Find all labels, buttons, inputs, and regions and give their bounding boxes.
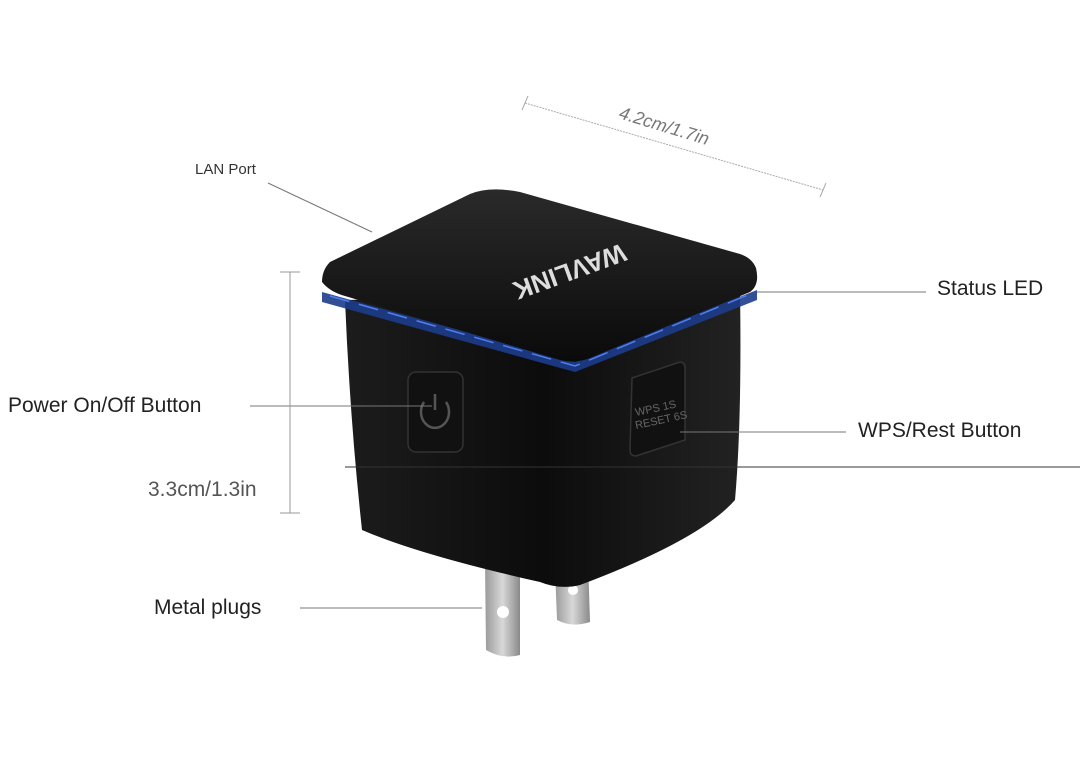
height-dimension-line <box>280 271 300 514</box>
wps-reset-button[interactable]: WPS 1S RESET 6S <box>629 361 688 457</box>
device-body <box>345 290 741 587</box>
power-button-label: Power On/Off Button <box>8 394 202 417</box>
lan-port-label: LAN Port <box>195 161 256 178</box>
height-dimension-label: 3.3cm/1.3in <box>148 478 257 501</box>
wps-button-label: WPS/Rest Button <box>858 419 1022 442</box>
device-top-cap <box>322 189 758 362</box>
power-icon <box>419 394 451 430</box>
width-dimension-label: 4.2cm/1.7in <box>617 103 712 149</box>
status-led-label: Status LED <box>937 277 1044 300</box>
width-dimension: 4.2cm/1.7in <box>521 95 827 198</box>
leader-lines <box>250 182 1080 609</box>
metal-plugs-label: Metal plugs <box>154 596 262 619</box>
power-button[interactable] <box>407 371 464 453</box>
